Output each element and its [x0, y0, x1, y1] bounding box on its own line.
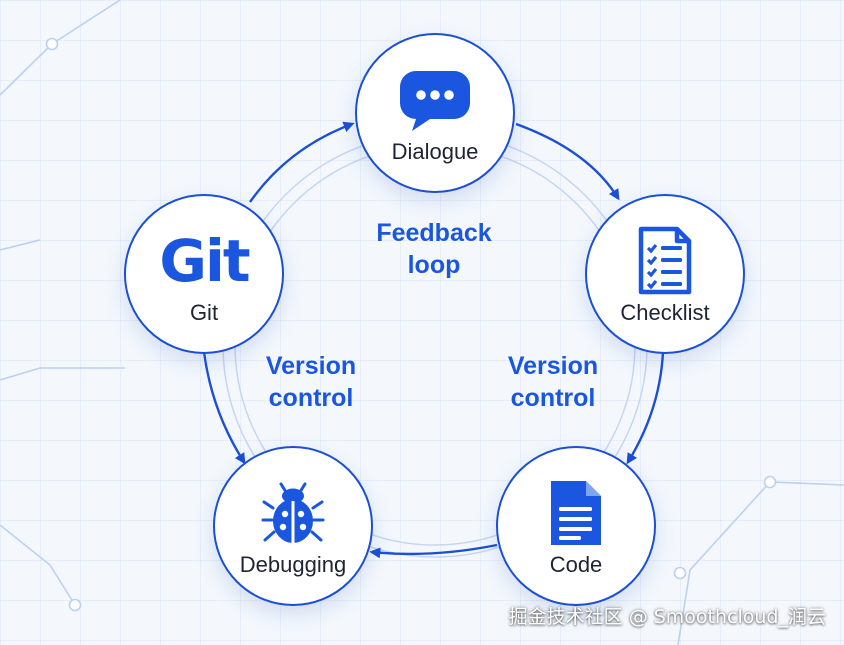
node-dialogue-label: Dialogue — [391, 139, 479, 164]
version-control-right-line-1: Version — [507, 352, 599, 380]
arrow-debugging-to-git — [202, 351, 246, 465]
watermark: 掘金技术社区 @ Smoothcloud_润云 — [508, 606, 826, 628]
node-code-label: Code — [549, 552, 603, 577]
chat-bubble-icon — [400, 71, 470, 131]
arrow-checklist-to-code — [626, 351, 665, 465]
node-code: Code — [496, 446, 656, 606]
node-debugging-label: Debugging — [239, 552, 347, 577]
arrow-code-to-debugging — [369, 543, 498, 559]
node-checklist-label: Checklist — [620, 300, 710, 325]
version-control-left-line-2: control — [268, 384, 354, 412]
version-control-left-line-1: Version — [265, 352, 357, 380]
node-git-label: Git — [189, 300, 219, 325]
node-git: Git Git — [124, 194, 284, 354]
feedback-loop-line-2: loop — [407, 251, 461, 279]
bug-icon — [261, 482, 325, 543]
node-checklist: Checklist — [585, 194, 745, 354]
feedback-loop-line-1: Feedback — [376, 219, 492, 247]
version-control-right-line-2: control — [510, 384, 596, 412]
checklist-icon — [638, 226, 692, 295]
node-debugging: Debugging — [213, 446, 373, 606]
feedback-loop-label: Feedback loop — [354, 217, 514, 281]
version-control-right-label: Version control — [478, 350, 628, 414]
arrow-dialogue-to-checklist — [515, 122, 620, 201]
node-dialogue: Dialogue — [355, 33, 515, 193]
arrow-git-to-dialogue — [249, 121, 355, 203]
git-logo: Git — [159, 227, 250, 295]
version-control-left-label: Version control — [236, 350, 386, 414]
document-icon — [551, 481, 601, 545]
